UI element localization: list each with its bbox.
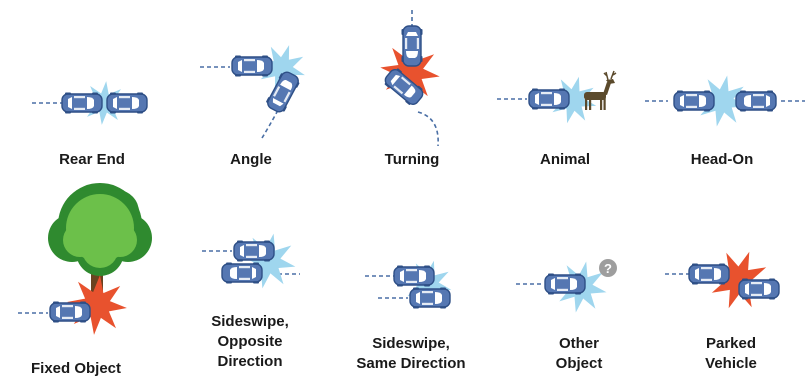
impact-burst <box>696 75 748 127</box>
label-line: Parked <box>705 335 757 352</box>
label-fixed-object: Fixed Object <box>31 359 121 379</box>
label-line: Turning <box>384 151 440 168</box>
car-icon <box>735 90 777 112</box>
car-icon <box>221 262 263 284</box>
label-line: Fixed Object <box>30 360 122 377</box>
label-line: Opposite <box>217 333 283 350</box>
impact-burst <box>82 81 126 125</box>
label-line: Rear End <box>59 151 125 168</box>
car-icon <box>738 278 780 300</box>
label-line: Other <box>558 335 599 352</box>
car-icon <box>688 263 730 285</box>
car-icon <box>409 287 451 309</box>
car-icon <box>393 265 435 287</box>
car-icon <box>528 88 570 110</box>
label-line: Sideswipe, <box>372 335 450 352</box>
path-line <box>261 109 279 139</box>
label-turning: Turning <box>385 150 440 170</box>
label-line: Sideswipe, <box>211 313 289 330</box>
car-icon <box>49 301 91 323</box>
tree-icon <box>48 183 152 276</box>
question-mark-text: ? <box>604 261 612 276</box>
label-line: Vehicle <box>705 355 757 372</box>
car-icon <box>106 92 148 114</box>
car-icon <box>544 273 586 295</box>
car-icon <box>61 92 103 114</box>
car-icon <box>673 90 715 112</box>
path-line <box>417 111 439 147</box>
label-line: Angle <box>230 151 272 168</box>
deer-icon <box>584 70 617 110</box>
label-line: Head-On <box>690 151 754 168</box>
label-line: Object <box>555 355 603 372</box>
label-sideswipe-same: Sideswipe, Same Direction <box>356 334 465 374</box>
car-icon <box>233 240 275 262</box>
car-icon <box>401 25 423 67</box>
label-line: Direction <box>217 353 283 370</box>
label-angle: Angle <box>230 150 272 170</box>
impact-burst <box>710 251 768 309</box>
impact-burst <box>549 76 597 124</box>
label-head-on: Head-On <box>691 150 754 170</box>
question-mark-icon <box>599 259 617 277</box>
label-animal: Animal <box>540 150 590 170</box>
label-line: Same Direction <box>356 355 466 372</box>
label-line: Animal <box>539 151 591 168</box>
impact-burst <box>380 42 440 102</box>
car-icon <box>384 68 424 105</box>
label-rear-end: Rear End <box>59 150 125 170</box>
car-icon <box>231 55 273 77</box>
car-icon <box>266 71 300 113</box>
impact-burst <box>259 45 305 91</box>
